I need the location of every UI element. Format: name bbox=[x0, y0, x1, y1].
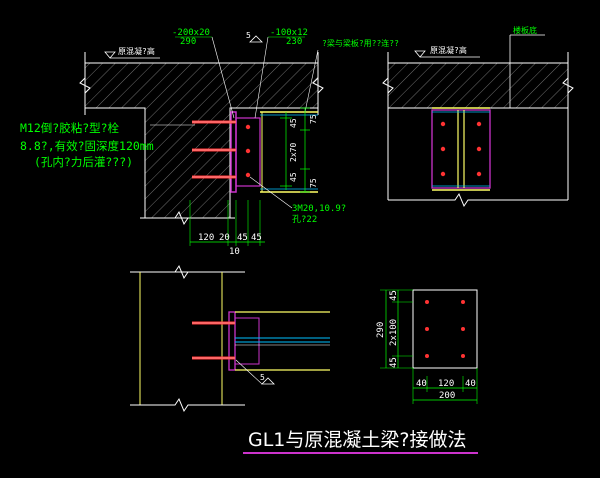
dim-right-3: 45 bbox=[289, 172, 298, 182]
dim-bottom-3: 45 bbox=[251, 233, 262, 243]
level-marker-icon bbox=[104, 51, 116, 59]
detail-dim-left-1: 2x100 bbox=[389, 319, 399, 346]
plan-view: 5 bbox=[130, 264, 330, 413]
detail-plate bbox=[412, 289, 478, 369]
detail-dim-bottom-1: 120 bbox=[438, 379, 454, 389]
detail-dim-left-2: 45 bbox=[389, 357, 399, 368]
slab-level-label: 原混凝?高 bbox=[118, 46, 155, 56]
dim-right-1: 45 bbox=[289, 118, 298, 128]
drawing-title: GL1与原混凝土梁?接做法 bbox=[248, 429, 466, 451]
dim-bottom-2: 45 bbox=[237, 233, 248, 243]
anchor-note-line3: (孔内?力后灌???) bbox=[34, 155, 133, 169]
detail-dim-left-0: 45 bbox=[389, 290, 399, 301]
dim-right-0: 75 bbox=[309, 114, 318, 124]
plate-label-1b: 290 bbox=[180, 37, 196, 47]
note-top: ?梁与梁板?用??连?? bbox=[322, 38, 399, 48]
section-dims-right: 75 45 2x70 45 75 bbox=[280, 107, 318, 193]
plate-label-2b: 230 bbox=[286, 37, 302, 47]
plate-bolts bbox=[245, 124, 251, 178]
section-dims-bottom: 120 20 45 45 10 bbox=[189, 200, 265, 257]
detail-dim-bottom-total: 200 bbox=[439, 391, 455, 401]
plan-connection-plate bbox=[234, 317, 260, 365]
plate-detail: 290 45 2x100 45 40 120 40 200 bbox=[376, 289, 478, 404]
weld-mark-top: 5 bbox=[246, 31, 251, 40]
connection-plate bbox=[235, 117, 261, 187]
dim-bottom-total: 10 bbox=[229, 247, 240, 257]
plan-embedded-plate bbox=[228, 311, 236, 371]
end-bolts bbox=[440, 121, 482, 177]
end-slab bbox=[387, 62, 569, 109]
detail-bolts bbox=[425, 300, 465, 358]
end-slab-label: 原混凝?高 bbox=[430, 45, 467, 55]
dim-right-2: 2x70 bbox=[289, 143, 298, 162]
detail-dim-bottom-0: 40 bbox=[416, 379, 427, 389]
break-line-left bbox=[79, 52, 91, 115]
section-view: 原混凝?高 -200x20 290 -100x12 230 bbox=[20, 28, 399, 257]
anchor-note-line1: M12倒?胶粘?型?栓 bbox=[20, 121, 120, 135]
end-beam-label: 楼板底 bbox=[513, 25, 537, 35]
bolt-note-line1: 3M20,10.9? bbox=[292, 204, 346, 214]
dim-bottom-1: 20 bbox=[219, 233, 230, 243]
plan-weld-flag-icon bbox=[261, 377, 275, 385]
anchor-note-line2: 8.8?,有效?固深度120mm bbox=[20, 139, 154, 153]
anchor-bolts bbox=[192, 120, 236, 179]
end-plate bbox=[431, 109, 491, 189]
weld-flag-icon bbox=[249, 35, 263, 43]
i-section bbox=[432, 107, 490, 191]
detail-dim-left-total: 290 bbox=[376, 322, 386, 338]
bolt-note-line2: 孔?22 bbox=[292, 214, 317, 225]
embedded-plate bbox=[230, 111, 237, 193]
plate-label-1: -200x20 bbox=[172, 28, 210, 38]
plan-weld-mark: 5 bbox=[260, 373, 265, 382]
break-line-bottom bbox=[140, 210, 235, 226]
dim-right-4: 75 bbox=[309, 178, 318, 188]
plan-anchor-bolts bbox=[192, 321, 235, 360]
dim-bottom-0: 120 bbox=[198, 233, 214, 243]
plate-label-2: -100x12 bbox=[270, 28, 308, 38]
break-line-right bbox=[312, 52, 324, 115]
end-view: 原混凝?高 楼板底 bbox=[382, 25, 574, 208]
end-level-marker-icon bbox=[414, 50, 426, 58]
detail-dim-bottom-2: 40 bbox=[465, 379, 476, 389]
